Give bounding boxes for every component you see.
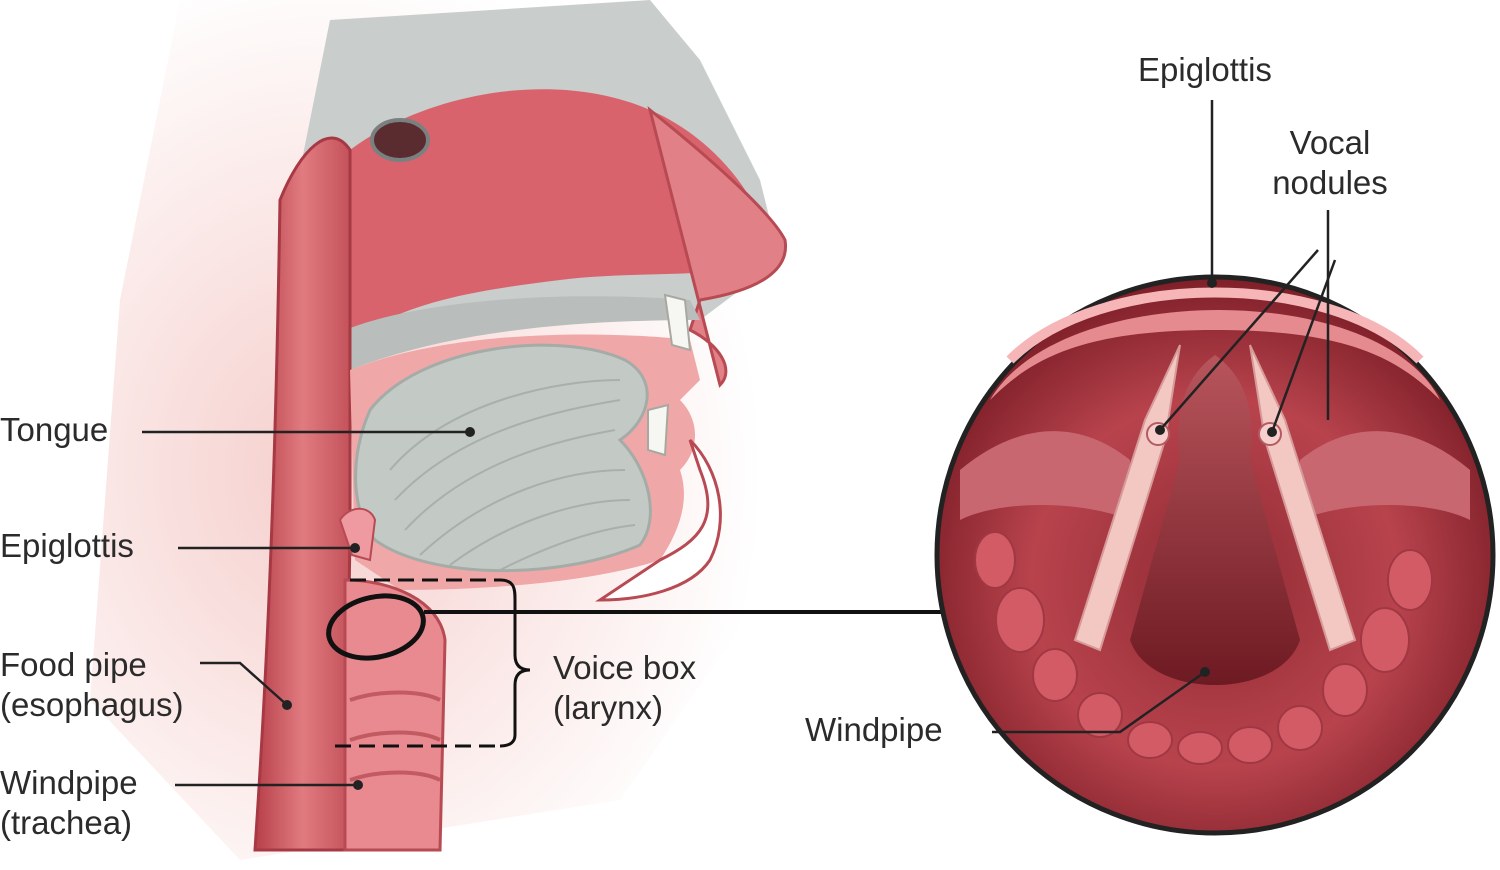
epiglottis-shape [338,507,377,562]
label-windpipe-line1: Windpipe [0,764,138,801]
larynx-highlight-ellipse [326,593,426,661]
leader-dots [282,278,1277,790]
label-windpipe-trachea: Windpipe (trachea) [0,763,138,843]
chin [595,438,722,602]
sinus [370,118,430,162]
label-food-pipe-line2: (esophagus) [0,686,184,723]
tongue-muscle-lines [389,379,636,571]
label-food-pipe: Food pipe (esophagus) [0,645,183,725]
larynx [343,578,447,852]
label-vocal-nodules-line2: nodules [1272,164,1388,201]
hard-palate [345,296,700,370]
label-voice-box-line1: Voice box [553,649,697,686]
label-windpipe-line2: (trachea) [0,804,133,841]
label-vocal-nodules-line1: Vocal [1289,124,1371,161]
label-voice-box-line2: (larynx) [553,689,664,726]
leader-lines [142,100,1337,787]
label-tongue: Tongue [0,411,109,448]
lower-tooth [647,403,670,457]
voice-box-bracket [335,578,531,748]
label-inset-epiglottis: Epiglottis [1138,51,1272,88]
label-epiglottis: Epiglottis [0,527,134,564]
nose [647,106,788,388]
trachea-rings [349,690,441,782]
label-food-pipe-line1: Food pipe [0,646,147,683]
tongue [354,343,652,573]
label-vocal-nodules: Vocal nodules [1255,123,1405,203]
inset-larynx-view [934,274,1496,836]
upper-tooth [663,293,692,352]
label-inset-windpipe: Windpipe [805,711,943,748]
label-voice-box: Voice box (larynx) [553,648,696,728]
